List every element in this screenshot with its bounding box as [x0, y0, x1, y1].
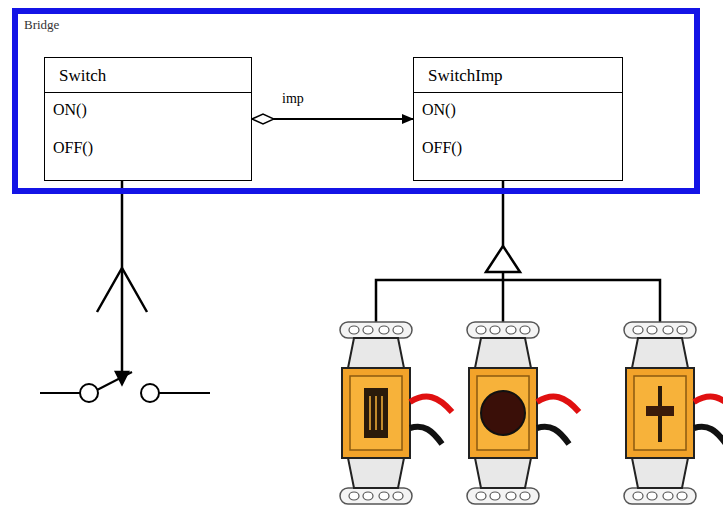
wall-switch [624, 322, 723, 504]
class-box: SwitchON()OFF() [44, 57, 252, 181]
region-title: Bridge [24, 17, 59, 33]
wall-switch [467, 322, 579, 504]
wall-switches [340, 322, 723, 504]
class-box: SwitchImpON()OFF() [413, 57, 623, 181]
method-name: OFF() [45, 126, 251, 164]
inheritance-left [97, 181, 147, 384]
wall-switch [340, 322, 452, 504]
association-arrow [252, 118, 413, 120]
method-name: OFF() [414, 126, 622, 164]
method-name: ON() [45, 93, 251, 126]
switch-symbol [40, 372, 210, 402]
method-name: ON() [414, 93, 622, 126]
pattern-region: BridgeSwitchON()OFF()SwitchImpON()OFF() [12, 8, 700, 194]
class-name: Switch [45, 58, 251, 93]
inheritance-right [376, 181, 660, 322]
role-label: imp [280, 91, 306, 107]
class-name: SwitchImp [414, 58, 622, 93]
